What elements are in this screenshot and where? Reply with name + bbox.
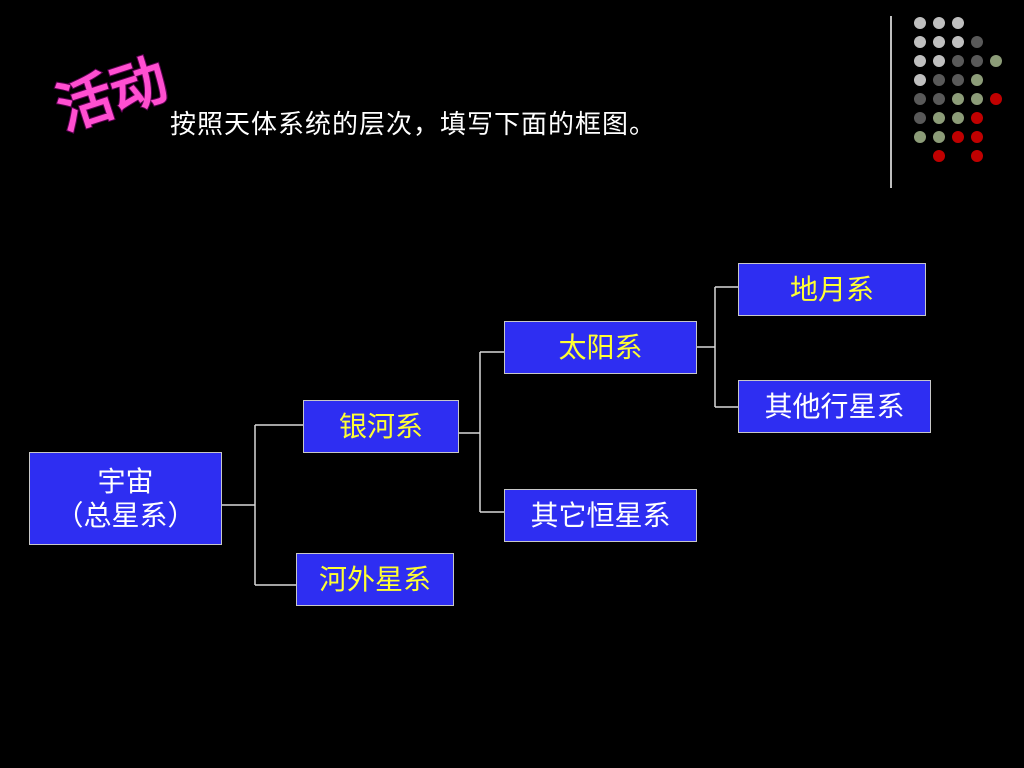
dot: [971, 74, 983, 86]
node-universe-line1: 宇宙: [97, 464, 154, 498]
node-earth-moon: 地月系: [738, 263, 926, 316]
dot: [914, 17, 926, 29]
dot: [914, 112, 926, 124]
dot: [933, 93, 945, 105]
dot: [933, 150, 945, 162]
dot: [952, 131, 964, 143]
decorative-divider: [890, 16, 892, 188]
connector-root: [221, 424, 303, 586]
instruction-text: 按照天体系统的层次，填写下面的框图。: [170, 110, 657, 140]
dot: [914, 55, 926, 67]
connector-solar-system: [697, 286, 738, 408]
dot: [971, 93, 983, 105]
dot: [971, 112, 983, 124]
dot: [914, 131, 926, 143]
dot: [952, 55, 964, 67]
dot: [933, 74, 945, 86]
activity-logo: 活动: [48, 46, 174, 142]
dot: [952, 36, 964, 48]
node-universe: 宇宙 （总星系）: [29, 452, 222, 545]
dot: [971, 150, 983, 162]
dot: [971, 55, 983, 67]
dot: [933, 55, 945, 67]
dot: [971, 36, 983, 48]
node-milky-way: 银河系: [303, 400, 459, 453]
connector-milky-way: [459, 351, 504, 513]
dot: [933, 112, 945, 124]
node-solar-system: 太阳系: [504, 321, 697, 374]
dot: [990, 55, 1002, 67]
dot: [914, 36, 926, 48]
dot: [952, 17, 964, 29]
node-other-star-systems: 其它恒星系: [504, 489, 697, 542]
dot: [952, 74, 964, 86]
dot: [990, 93, 1002, 105]
dot: [971, 131, 983, 143]
node-universe-line2: （总星系）: [55, 498, 196, 532]
dot: [933, 131, 945, 143]
dot: [914, 74, 926, 86]
dot: [933, 17, 945, 29]
dot: [952, 112, 964, 124]
dot: [933, 36, 945, 48]
node-other-planet-systems: 其他行星系: [738, 380, 931, 433]
node-extragalactic: 河外星系: [296, 553, 454, 606]
dot: [952, 93, 964, 105]
dot: [914, 93, 926, 105]
